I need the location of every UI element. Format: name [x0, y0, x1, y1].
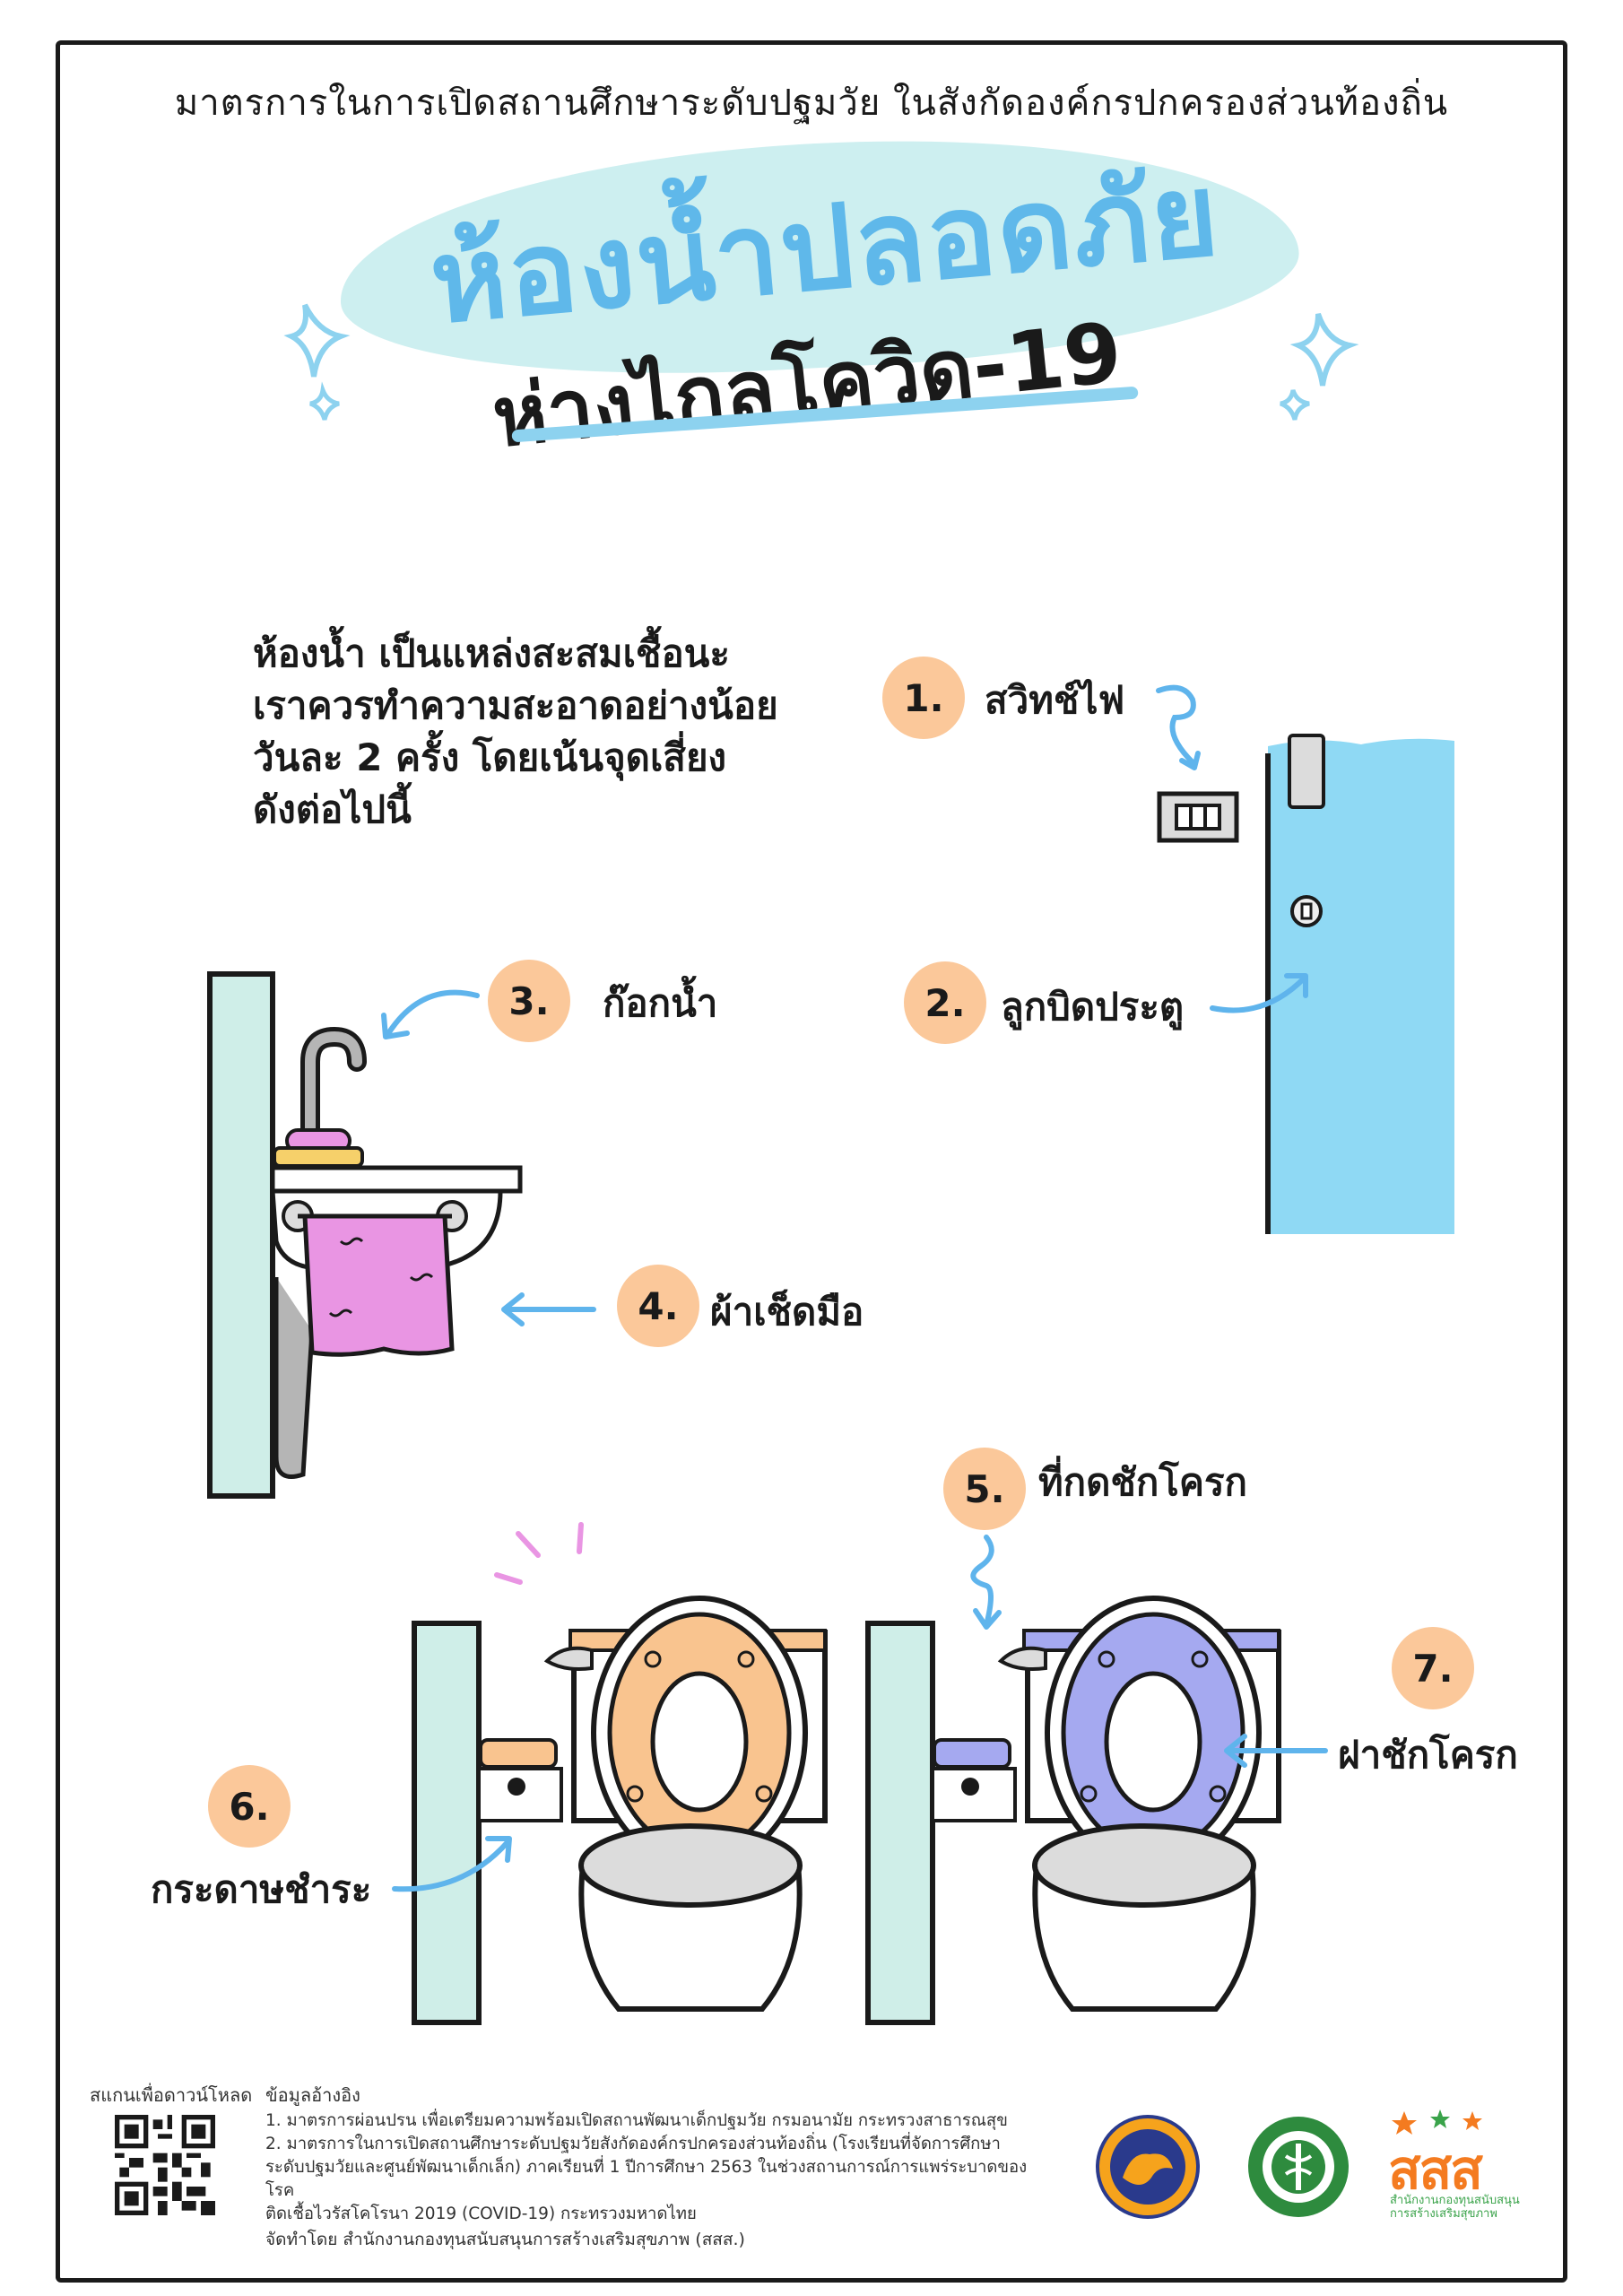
poster-frame: [56, 40, 1567, 2283]
point-label-toilet-lid: ฝาชักโครก: [1338, 1733, 1518, 1777]
header-caption: มาตรการในการเปิดสถานศึกษาระดับปฐมวัย ในส…: [174, 83, 1449, 124]
ministry-interior-logo: [1096, 2115, 1200, 2219]
sparkle-icon-right: [1280, 312, 1359, 421]
produced-by-text: จัดทำโดย สำนักงานกองทุนสนับสนุนการสร้างเ…: [265, 2230, 745, 2249]
door-illustration: [1265, 734, 1454, 1234]
point-number-6: 6.: [208, 1765, 291, 1848]
point-number-7: 7.: [1392, 1627, 1474, 1709]
arrow-icon-1: [1156, 684, 1201, 770]
arrow-icon-5: [970, 1535, 1002, 1630]
point-label-light-switch: สวิทช์ไฟ: [985, 678, 1125, 722]
intro-text: ห้องน้ำ เป็นแหล่งสะสมเชื้อนะ เราควรทำควา…: [253, 631, 778, 831]
arrow-icon-4: [501, 1292, 596, 1326]
toilet-illustration-right: [865, 1596, 1281, 2025]
point-number-1: 1.: [882, 657, 965, 739]
toilet-illustration-left: [412, 1522, 828, 2025]
sss-logo-stars-icon: [1392, 2109, 1482, 2135]
point-number-4: 4.: [617, 1265, 699, 1347]
sss-logo-text: สสส: [1388, 2139, 1483, 2202]
sparkle-icon-left: [283, 303, 351, 421]
ministry-public-health-logo: [1248, 2117, 1349, 2217]
arrow-icon-6: [392, 1836, 512, 1892]
point-label-toilet-paper: กระดาษชำระ: [151, 1867, 372, 1911]
qr-caption: สแกนเพื่อดาวน์โหลด: [90, 2084, 253, 2106]
point-label-flush-handle: ที่กดชักโครก: [1038, 1460, 1247, 1504]
arrow-icon-7: [1224, 1734, 1328, 1768]
arrow-icon-2: [1210, 973, 1308, 1013]
arrow-icon-3: [381, 989, 480, 1039]
qr-code[interactable]: [115, 2115, 215, 2215]
point-number-3: 3.: [488, 960, 570, 1042]
reference-text: 1. มาตรการผ่อนปรน เพื่อเตรียมความพร้อมเป…: [265, 2111, 1028, 2223]
point-label-faucet: ก๊อกน้ำ: [603, 981, 718, 1025]
sss-logo-subtext: สำนักงานกองทุนสนับสนุน การสร้างเสริมสุขภ…: [1390, 2194, 1520, 2221]
point-label-hand-towel: ผ้าเช็ดมือ: [710, 1290, 864, 1334]
light-switch-icon: [1157, 791, 1239, 843]
reference-title: ข้อมูลอ้างอิง: [265, 2084, 360, 2106]
sink-illustration: [207, 971, 523, 1499]
point-number-2: 2.: [904, 961, 986, 1044]
point-number-5: 5.: [943, 1448, 1026, 1530]
point-label-door-knob: ลูกบิดประตู: [1001, 985, 1185, 1029]
